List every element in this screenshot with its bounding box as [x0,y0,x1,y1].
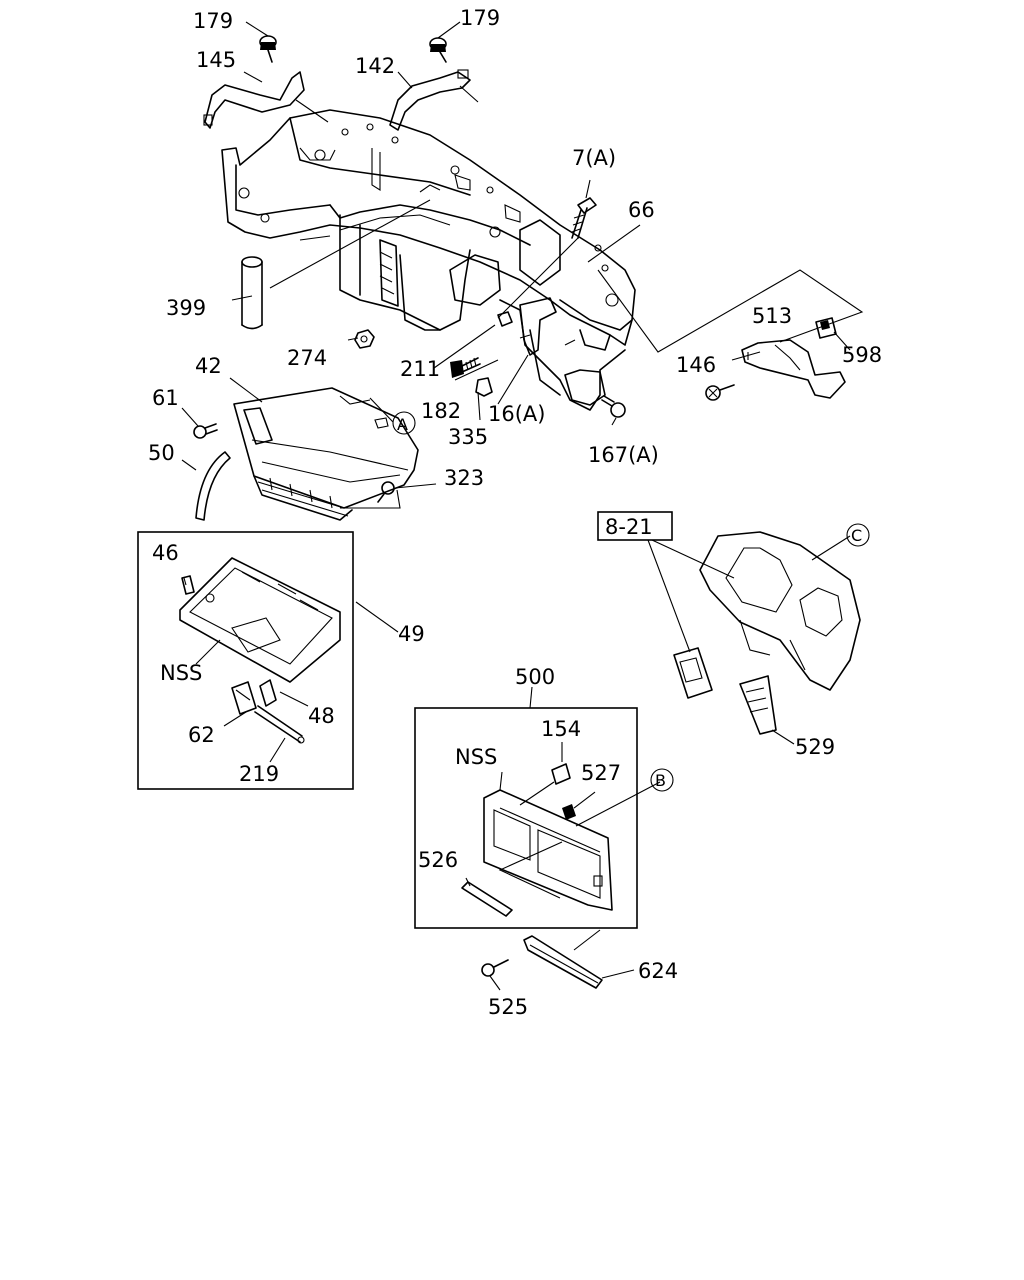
label-circle-a: A [397,415,408,434]
clip-527 [562,804,576,820]
label-179-left: 179 [193,9,233,33]
label-circle-c: C [851,526,862,545]
label-211: 211 [400,357,440,381]
leader-lines [181,21,864,991]
label-525: 525 [488,995,528,1019]
bolt-182 [450,357,481,378]
label-274: 274 [287,346,327,370]
clip-335 [475,377,493,397]
label-46: 46 [152,541,179,565]
strip-526 [461,881,513,917]
label-16a: 16(A) [488,402,545,426]
circle-c-marker [846,523,870,547]
label-circle-b: B [655,771,666,790]
label-48: 48 [308,704,335,728]
screw-61 [193,423,218,439]
clip-154 [551,763,571,785]
circle-a-marker [392,411,416,435]
label-154: 154 [541,717,581,741]
bar-624 [523,935,603,989]
label-527: 527 [581,761,621,785]
bolt-179-right [429,37,447,63]
label-61: 61 [152,386,179,410]
screw-146 [705,384,735,401]
label-49: 49 [398,622,425,646]
screw-525 [481,959,509,977]
latch-48 [259,679,277,707]
bracket-16a [519,297,557,356]
label-167a: 167(A) [588,443,659,467]
label-335: 335 [448,425,488,449]
label-513: 513 [752,304,792,328]
label-145: 145 [196,48,236,72]
bracket-513 [741,339,846,399]
label-7a: 7(A) [572,146,616,170]
bolt-167a [601,395,626,418]
striker-62 [231,681,257,715]
label-182: 182 [421,399,461,423]
label-nss-box49: NSS [160,661,202,685]
bolt-179-left [259,35,277,63]
clip-211 [497,311,513,327]
strip-50 [195,451,231,521]
label-8-21: 8-21 [605,515,653,539]
bracket-142 [389,69,471,131]
label-219: 219 [239,762,279,786]
circle-b-marker [650,768,674,792]
bolt-7a [571,197,597,239]
ref-box-8-21 [597,511,673,541]
label-323: 323 [444,466,484,490]
label-500: 500 [515,665,555,689]
group-box-49 [137,531,354,790]
label-nss-box500: NSS [455,745,497,769]
label-62: 62 [188,723,215,747]
latch-46 [181,575,195,595]
label-66: 66 [628,198,655,222]
bracket-145 [203,71,305,129]
tube-399 [241,256,263,330]
label-598: 598 [842,343,882,367]
label-526: 526 [418,848,458,872]
pin-219 [254,705,305,744]
label-146: 146 [676,353,716,377]
label-529: 529 [795,735,835,759]
label-399: 399 [166,296,206,320]
label-179-right: 179 [460,6,500,30]
screw-323 [377,481,395,503]
glovebox-outer-42 [233,387,419,521]
glovebox-lid-49 [179,557,341,683]
label-142: 142 [355,54,395,78]
label-50: 50 [148,441,175,465]
label-42: 42 [195,354,222,378]
instrument-cluster-c [673,531,861,735]
nut-274 [354,329,375,349]
label-624: 624 [638,959,678,983]
group-box-500 [414,707,638,929]
